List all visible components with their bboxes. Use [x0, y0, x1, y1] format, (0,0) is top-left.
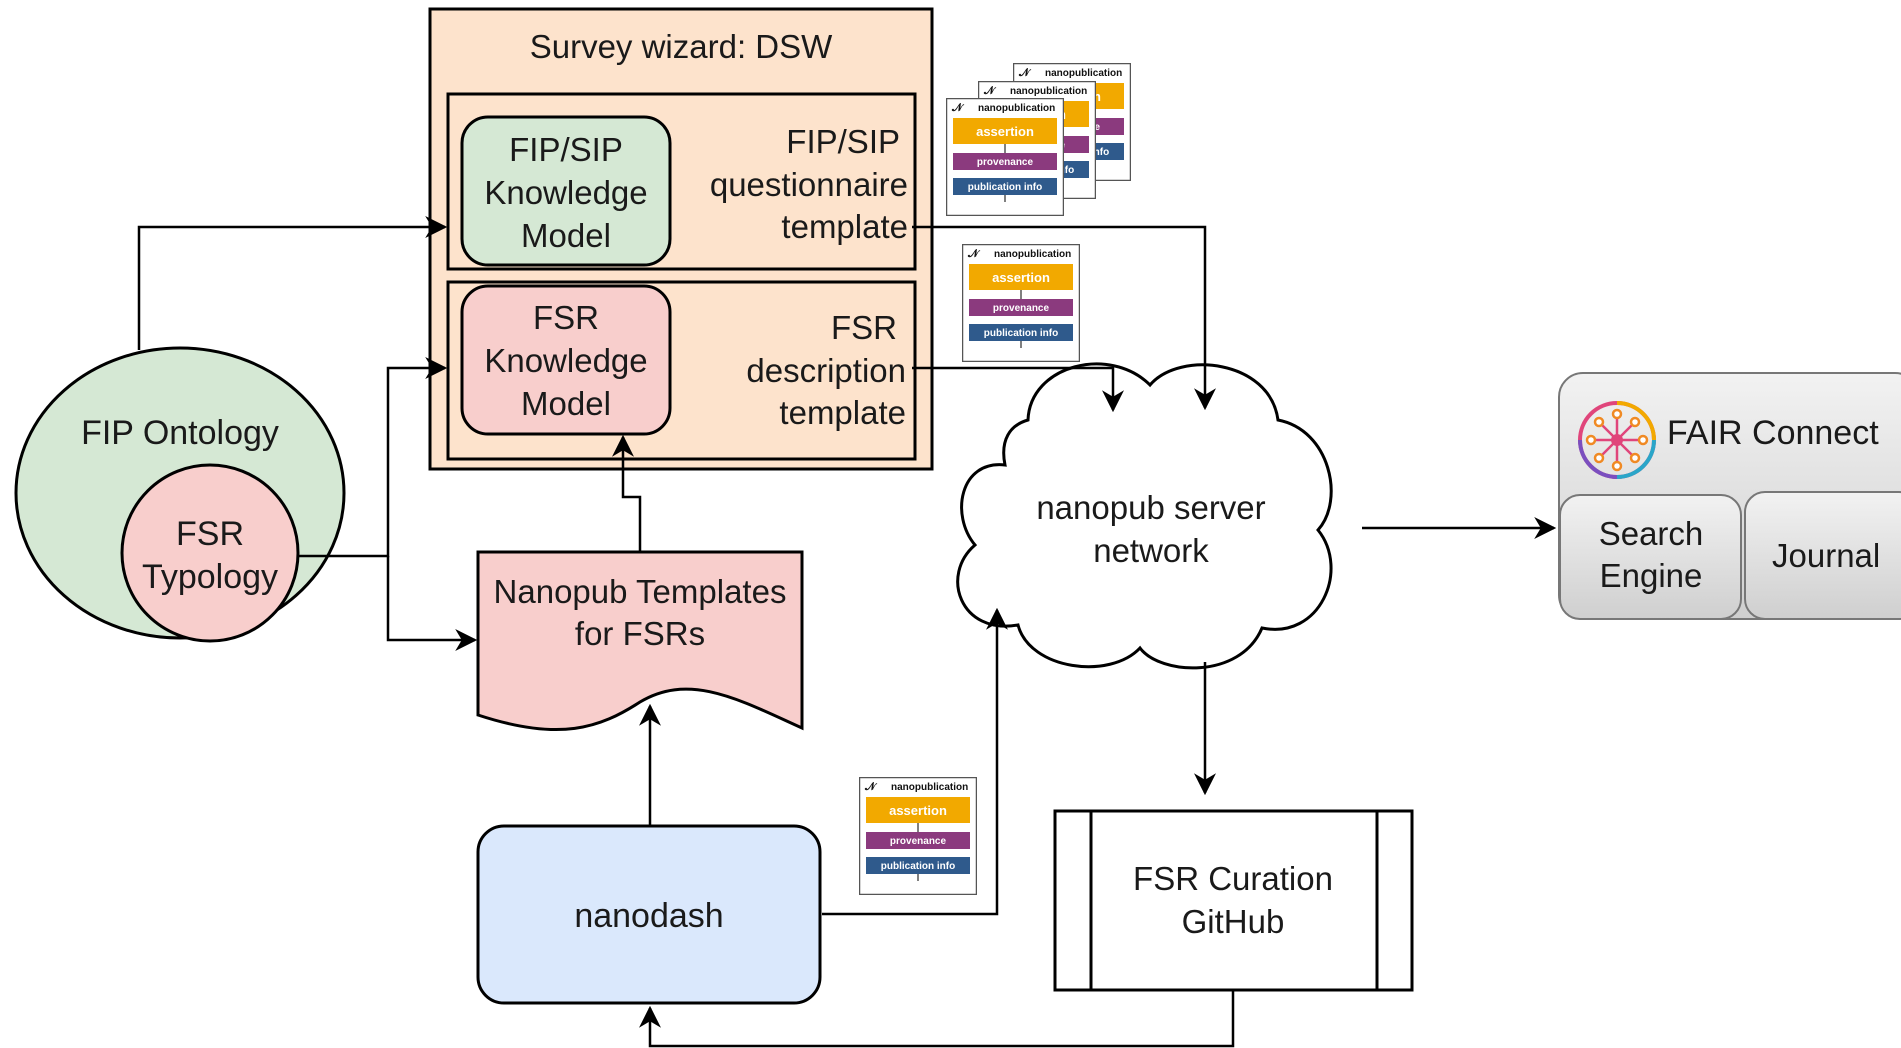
nanopublication-card-nanodash [859, 777, 977, 895]
fip-sip-knowledge-model [460, 115, 672, 267]
fsr-model-line-2: Knowledge [484, 342, 647, 379]
arrow-github-to-nanodash [639, 990, 1235, 1048]
fip-sip-template-line-3: template [781, 208, 908, 245]
fip-sip-model-line-3: Model [521, 217, 611, 254]
fair-connect-title: FAIR Connect [1667, 414, 1879, 452]
fair-connect-logo-icon [1578, 401, 1656, 479]
fsr-template-line-2: description [746, 352, 906, 389]
arrow-typology-to-fsr-model [297, 357, 448, 558]
search-engine-line-2: Engine [1600, 557, 1703, 594]
arrow-templates-to-fsr-model [612, 434, 642, 552]
survey-wizard-dsw: Survey wizard: DSW FIP/SIP Knowledge Mod… [428, 7, 934, 471]
fsr-typology: FSR Typology [120, 463, 300, 643]
fsr-curation-github: FSR Curation GitHub [1053, 809, 1414, 992]
search-engine-line-1: Search [1599, 515, 1704, 552]
arrow-ontology-to-fip-sip [137, 216, 448, 350]
fip-sip-model-line-1: FIP/SIP [509, 131, 623, 168]
nanopub-templates-line-1: Nanopub Templates [494, 573, 787, 610]
nanodash: nanodash [476, 824, 822, 1005]
nanodash-label: nanodash [574, 897, 723, 935]
nanopublication-stack [946, 63, 1131, 216]
fsr-model-line-3: Model [521, 385, 611, 422]
arrow-typology-to-nanopub-templates [386, 556, 478, 651]
survey-wizard-title: Survey wizard: DSW [530, 28, 833, 65]
server-network-line-2: network [1093, 532, 1209, 569]
search-engine-button[interactable]: Search Engine [1559, 494, 1742, 620]
fsr-template-line-3: template [779, 394, 906, 431]
nanopub-templates-line-2: for FSRs [575, 615, 705, 652]
fip-ontology-label: FIP Ontology [81, 414, 279, 452]
arrow-nanodash-to-cloud [822, 607, 1008, 916]
connectors [137, 216, 1557, 1048]
fsr-model-line-1: FSR [533, 299, 599, 336]
fip-sip-template-line-1: FIP/SIP [786, 123, 900, 160]
fsr-template-line-1: FSR [831, 309, 897, 346]
journal-label: Journal [1772, 537, 1880, 574]
journal-button[interactable]: Journal [1744, 491, 1901, 620]
arrow-fip-sip-template-to-cloud [912, 225, 1216, 411]
fip-sip-model-line-2: Knowledge [484, 174, 647, 211]
server-network-line-1: nanopub server [1036, 489, 1265, 526]
fip-sip-template-line-2: questionnaire [710, 166, 908, 203]
nanopub-server-network: nanopub server network [956, 362, 1333, 670]
nanopub-templates-for-fsrs: Nanopub Templates for FSRs [476, 550, 804, 732]
fsr-typology-line-2: Typology [142, 558, 278, 596]
fair-connect: FAIR Connect Search Engine Journal [1558, 372, 1901, 620]
nanopublication-card-fsr [962, 244, 1080, 362]
arrow-fsr-template-to-cloud [912, 366, 1124, 413]
fsr-knowledge-model [460, 284, 672, 436]
fsr-typology-line-1: FSR [176, 515, 244, 553]
fsr-curation-line-1: FSR Curation [1133, 860, 1333, 897]
fsr-curation-line-2: GitHub [1182, 903, 1285, 940]
